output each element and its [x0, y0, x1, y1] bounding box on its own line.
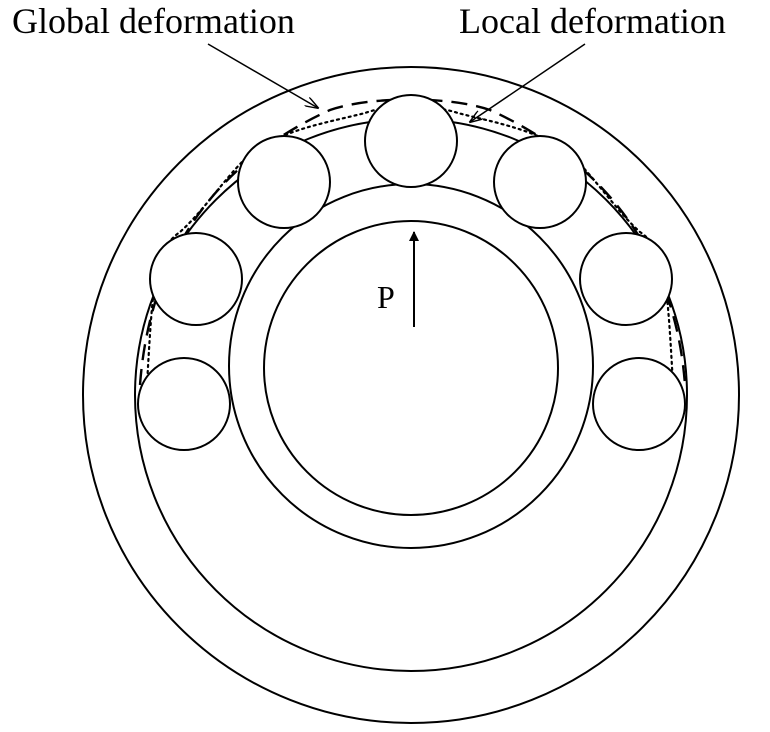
- global-deformation-label: Global deformation: [12, 1, 295, 41]
- rolling-element-middle-right: [579, 232, 673, 326]
- global-deformation-pointer: [207, 43, 318, 108]
- inner-ring-bore: [263, 220, 559, 516]
- rolling-element-upper-right: [493, 135, 587, 229]
- rolling-element-top: [364, 94, 458, 188]
- local-deformation-label: Local deformation: [459, 1, 726, 41]
- rolling-element-lower-left: [137, 357, 231, 451]
- rolling-element-lower-right: [592, 357, 686, 451]
- local-deformation-pointer: [470, 43, 586, 122]
- inner-ring-outer-raceway: [228, 183, 594, 549]
- rolling-element-middle-left: [149, 232, 243, 326]
- load-label: P: [377, 279, 395, 315]
- rolling-element-upper-left: [237, 135, 331, 229]
- outer-ring-outer-edge: [82, 66, 740, 724]
